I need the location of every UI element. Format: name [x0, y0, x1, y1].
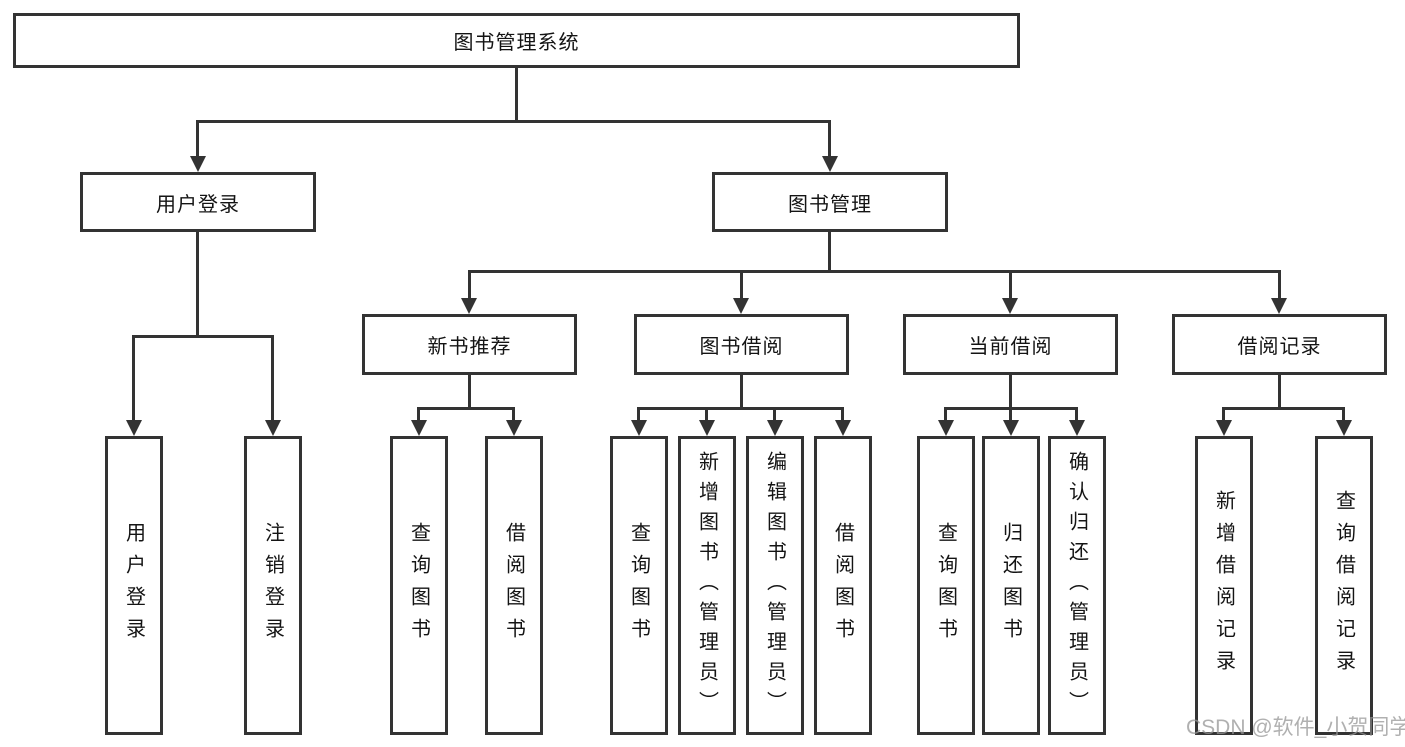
connector-new-book-rec-drop	[468, 374, 471, 410]
node-user-login: 用户登录	[80, 172, 316, 232]
connector-root-drop	[515, 68, 518, 123]
arrow-borrow-book-2	[835, 420, 851, 436]
arrow-borrow-records	[1271, 298, 1287, 314]
node-root: 图书管理系统	[13, 13, 1020, 68]
connector-stem-book-mgmt	[828, 120, 831, 158]
connector-current-borrow-drop	[1009, 374, 1012, 410]
connector-stem-borrow-book-1	[512, 407, 515, 424]
arrow-query-book-1	[411, 420, 427, 436]
arrow-leaf-user-login	[126, 420, 142, 436]
connector-stem-query-book-2	[637, 407, 640, 424]
leaf-add-borrow-record: 新增借阅记录	[1195, 436, 1253, 735]
connector-user-login-rail	[132, 335, 274, 338]
connector-stem-borrow-book-2	[841, 407, 844, 424]
connector-new-book-rec-rail	[417, 407, 515, 410]
connector-stem-borrow-records	[1278, 270, 1281, 300]
connector-stem-current-borrow	[1009, 270, 1012, 300]
leaf-edit-book-admin: 编辑图书（管理员）	[746, 436, 804, 735]
leaf-query-book-under-recommend: 查询图书	[390, 436, 448, 735]
arrow-edit-book	[767, 420, 783, 436]
connector-stem-query-record	[1342, 407, 1345, 424]
arrow-add-book	[699, 420, 715, 436]
node-borrow-records: 借阅记录	[1172, 314, 1387, 375]
connector-level3-rail	[468, 270, 1281, 273]
connector-stem-user-login	[196, 120, 199, 158]
connector-book-borrow-rail	[637, 407, 844, 410]
connector-stem-confirm-return	[1075, 407, 1078, 424]
connector-borrow-records-rail	[1222, 407, 1345, 410]
leaf-logout: 注销登录	[244, 436, 302, 735]
leaf-add-book-admin: 新增图书（管理员）	[678, 436, 736, 735]
arrow-query-book-3	[938, 420, 954, 436]
connector-stem-leaf-logout	[271, 335, 274, 423]
node-current-borrow: 当前借阅	[903, 314, 1118, 375]
leaf-user-login: 用户登录	[105, 436, 163, 735]
leaf-confirm-return-admin: 确认归还（管理员）	[1048, 436, 1106, 735]
arrow-new-book-rec	[461, 298, 477, 314]
leaf-borrow-book-under-recommend: 借阅图书	[485, 436, 543, 735]
node-new-book-recommend: 新书推荐	[362, 314, 577, 375]
leaf-query-book-under-current: 查询图书	[917, 436, 975, 735]
leaf-query-borrow-record: 查询借阅记录	[1315, 436, 1373, 735]
connector-level2-rail	[196, 120, 831, 123]
arrow-return-book	[1003, 420, 1019, 436]
connector-stem-query-book-3	[944, 407, 947, 424]
connector-user-login-drop	[196, 232, 199, 338]
arrow-borrow-book-1	[506, 420, 522, 436]
connector-stem-add-record	[1222, 407, 1225, 424]
arrow-add-record	[1216, 420, 1232, 436]
arrow-confirm-return	[1069, 420, 1085, 436]
connector-stem-query-book-1	[417, 407, 420, 424]
connector-stem-add-book	[705, 407, 708, 424]
connector-stem-return-book	[1009, 407, 1012, 424]
connector-book-mgmt-drop	[828, 232, 831, 273]
node-book-borrow: 图书借阅	[634, 314, 849, 375]
connector-stem-leaf-user-login	[132, 335, 135, 423]
csdn-watermark: CSDN @软件_小贺同学	[1186, 716, 1405, 739]
connector-book-borrow-drop	[740, 374, 743, 410]
arrow-query-book-2	[631, 420, 647, 436]
leaf-return-book: 归还图书	[982, 436, 1040, 735]
arrow-query-record	[1336, 420, 1352, 436]
leaf-borrow-book-under-borrow: 借阅图书	[814, 436, 872, 735]
node-book-management: 图书管理	[712, 172, 948, 232]
arrow-leaf-logout	[265, 420, 281, 436]
arrow-user-login	[190, 156, 206, 172]
connector-stem-new-book-rec	[468, 270, 471, 300]
connector-borrow-records-drop	[1278, 374, 1281, 410]
connector-stem-book-borrow	[740, 270, 743, 300]
arrow-current-borrow	[1002, 298, 1018, 314]
leaf-query-book-under-borrow: 查询图书	[610, 436, 668, 735]
arrow-book-mgmt	[822, 156, 838, 172]
connector-stem-edit-book	[773, 407, 776, 424]
arrow-book-borrow	[733, 298, 749, 314]
